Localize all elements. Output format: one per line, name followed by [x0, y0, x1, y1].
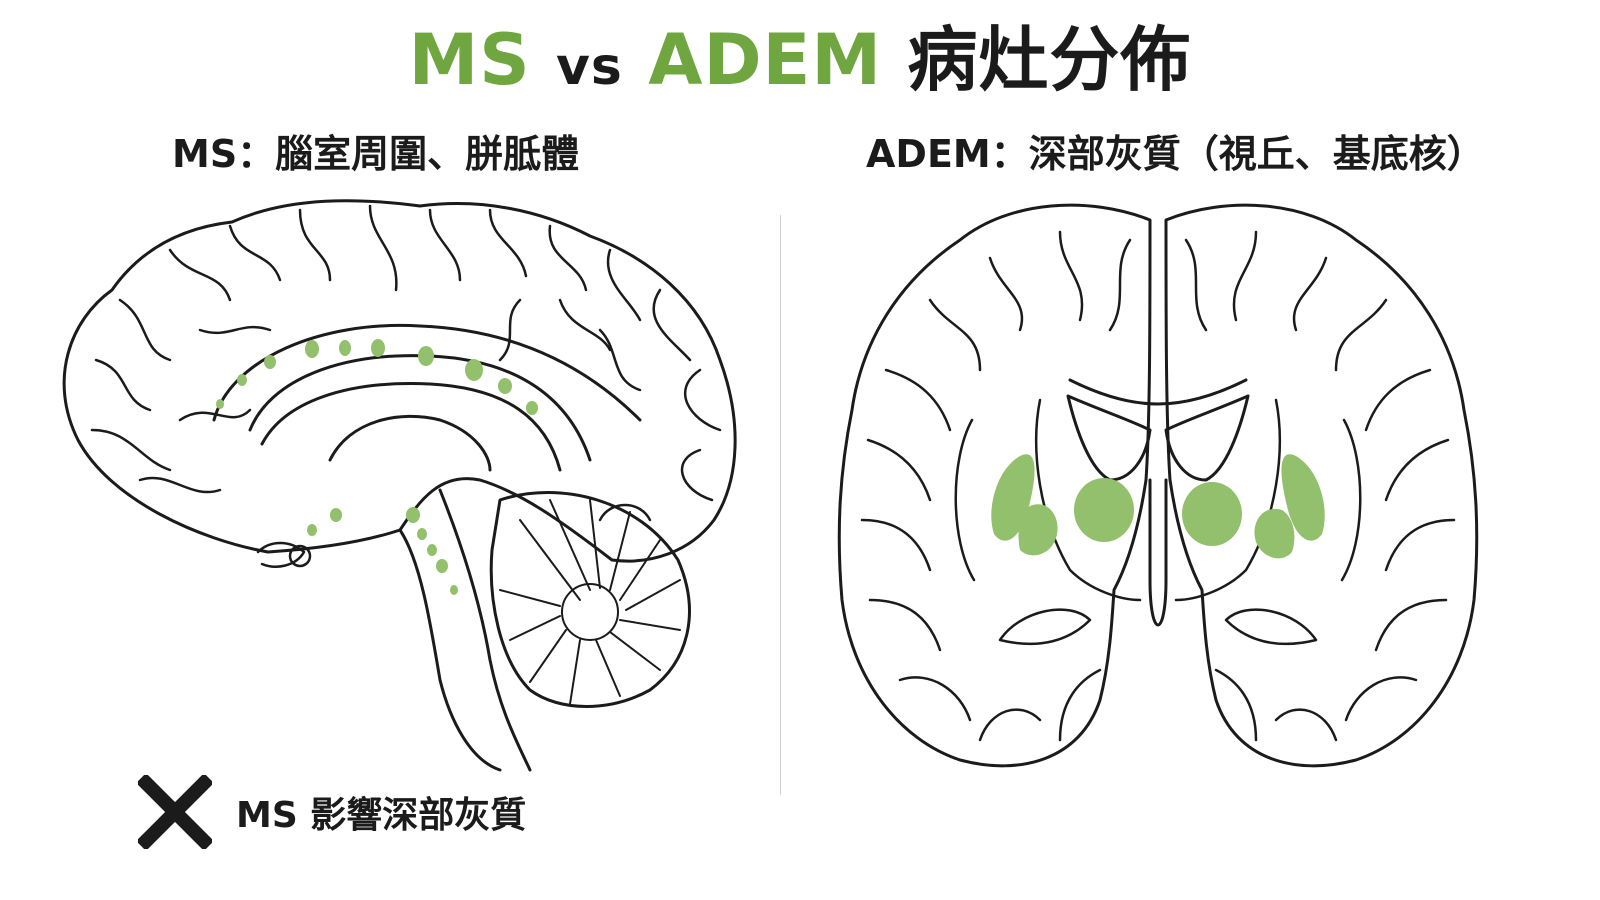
gyri-lines	[90, 204, 722, 522]
ms-lesions	[216, 339, 538, 595]
cerebellum-folia	[499, 499, 681, 705]
right-internal-capsule	[1174, 398, 1281, 602]
right-thalamus-lesion	[1182, 482, 1242, 546]
adem-panel-heading: ADEM：深部灰質（視丘、基底核）	[866, 132, 1485, 176]
right-insula	[1340, 418, 1362, 582]
left-hippocampus	[998, 608, 1092, 646]
left-internal-capsule	[1035, 398, 1142, 602]
cerebellum-outline	[489, 491, 691, 708]
left-hemisphere-outline	[837, 203, 1152, 768]
brainstem-inner	[438, 488, 532, 772]
title-ms: MS	[408, 19, 531, 101]
cingulate-arc	[212, 323, 642, 422]
right-hippocampus	[1224, 608, 1318, 646]
left-insula	[954, 418, 976, 582]
left-lateral-ventricle	[1066, 394, 1152, 482]
corpus-callosum-lower	[260, 382, 562, 472]
page-title: MS vs ADEM 病灶分佈	[0, 18, 1600, 102]
title-adem: ADEM	[648, 19, 883, 101]
left-caudate-lesion	[1018, 504, 1058, 556]
adem-lesions	[991, 454, 1325, 559]
coronal-brain-illustration	[837, 203, 1479, 768]
ms-deep-gray-note: MS 影響深部灰質	[138, 770, 526, 854]
third-ventricle	[1148, 478, 1168, 627]
title-vs: vs	[556, 37, 623, 97]
title-distribution: 病灶分佈	[907, 19, 1192, 101]
fornix-arc	[328, 414, 492, 472]
right-lateral-ventricle	[1164, 394, 1250, 482]
right-putamen-lesion	[1281, 454, 1325, 541]
right-caudate-lesion	[1254, 508, 1295, 559]
brainstem-outline	[398, 528, 502, 772]
panel-divider	[780, 215, 781, 795]
right-hemisphere-outline	[1164, 203, 1479, 768]
cerebellum-center	[561, 583, 619, 641]
optic-region	[256, 541, 306, 568]
cross-icon	[138, 775, 212, 849]
cortical-folds	[860, 230, 1456, 742]
note-text: MS 影響深部灰質	[236, 795, 527, 836]
pituitary	[288, 544, 312, 568]
ms-panel-heading: MS：腦室周圍、胼胝體	[172, 132, 580, 176]
left-thalamus-lesion	[1074, 478, 1134, 542]
cerebrum-outline	[62, 199, 737, 563]
corpus-callosum	[1068, 378, 1248, 406]
